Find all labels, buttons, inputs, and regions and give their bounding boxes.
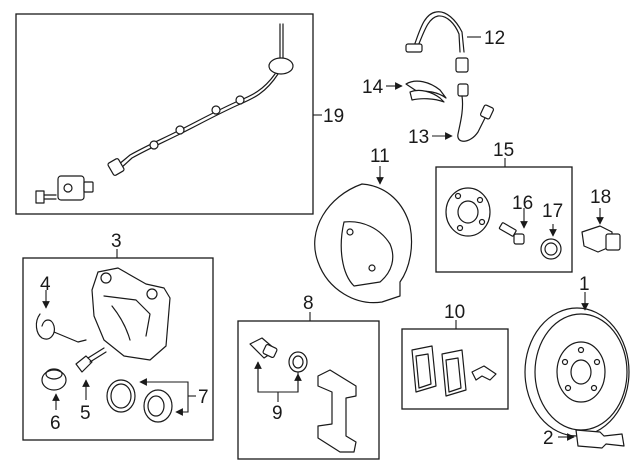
group-2-rotor-screw: 2 (543, 428, 625, 449)
callout-16: 16 (512, 193, 533, 214)
box-15 (435, 166, 573, 273)
callout-9: 9 (272, 403, 283, 424)
callout-18: 18 (590, 187, 611, 208)
box-3 (22, 257, 214, 441)
group-1-brake-rotor: 1 (524, 274, 630, 437)
group-11-splash-shield: 11 (314, 146, 413, 304)
callout-6: 6 (50, 413, 61, 434)
inner-pad (411, 345, 437, 393)
callout-5: 5 (80, 403, 91, 424)
callout-8: 8 (303, 293, 314, 314)
group-3-caliper: 3 4 5 6 7 (22, 231, 214, 441)
dust-cap (540, 238, 562, 260)
box-8 (237, 320, 380, 460)
box-10 (401, 328, 509, 410)
bleeder-cap (41, 369, 67, 391)
callout-19: 19 (323, 106, 344, 127)
box-19 (15, 13, 314, 215)
callout-15: 15 (493, 140, 514, 161)
callout-3: 3 (111, 231, 122, 252)
sensor-body (57, 175, 85, 201)
group-10-brake-pads: 10 (401, 302, 509, 410)
group-18-sensor: 18 (581, 187, 621, 253)
pad-clip (471, 365, 497, 381)
group-19-abs-sensor: 19 (15, 13, 344, 215)
callout-17: 17 (542, 201, 563, 222)
group-14-clip: 14 (362, 77, 447, 103)
callout-2: 2 (543, 428, 554, 449)
group-12-brake-hose: 12 (405, 11, 505, 73)
group-15-hub: 15 16 17 (435, 140, 573, 273)
group-8-caliper-bracket: 8 9 (237, 293, 380, 460)
callout-12: 12 (484, 28, 505, 49)
outer-pad (441, 349, 467, 397)
callout-7: 7 (198, 387, 209, 408)
group-13-brake-line: 13 (408, 83, 495, 148)
callout-4: 4 (40, 274, 51, 295)
callout-11: 11 (370, 146, 390, 167)
callout-10: 10 (444, 302, 465, 323)
callout-13: 13 (408, 127, 429, 148)
callout-1: 1 (579, 274, 590, 295)
callout-14: 14 (362, 77, 384, 98)
